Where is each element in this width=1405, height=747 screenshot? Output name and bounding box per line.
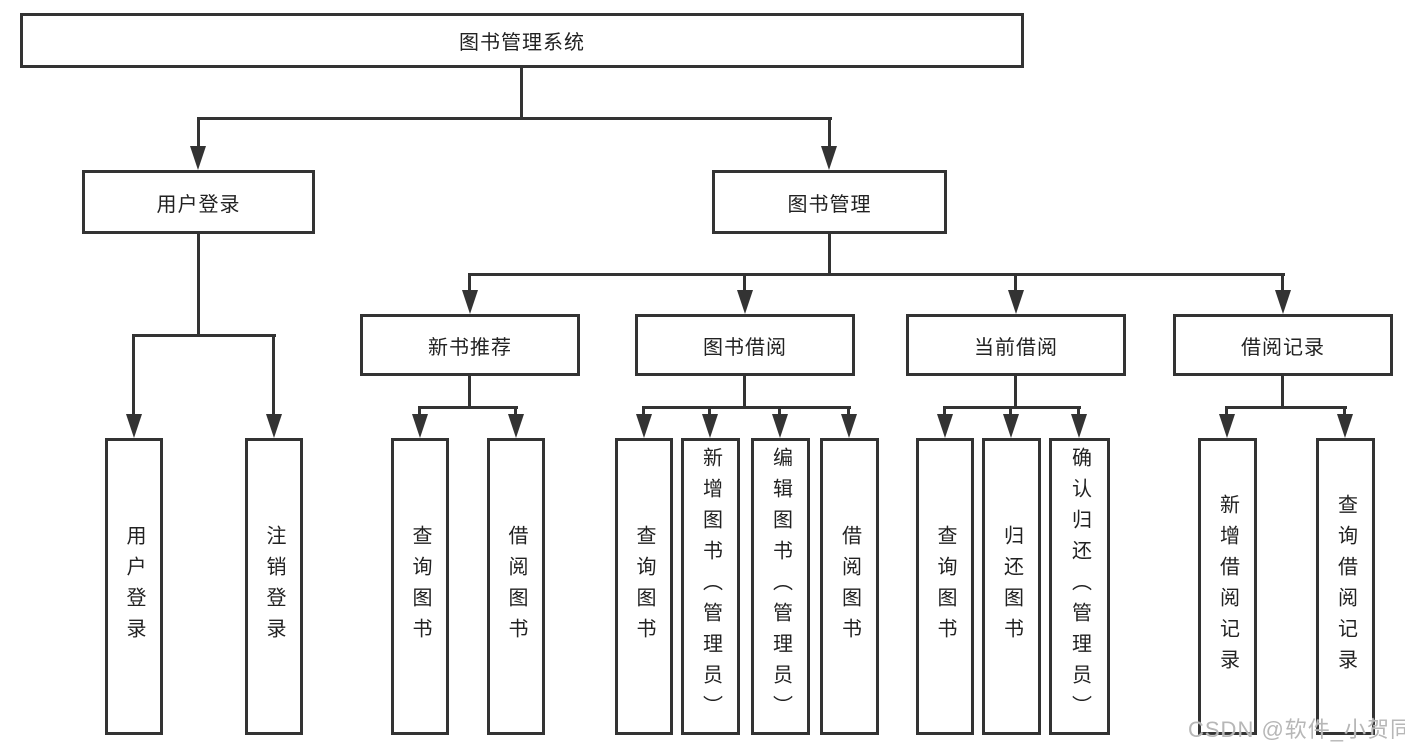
- connector-drop-current-borrow: [1014, 273, 1017, 292]
- arrow-down-icon: [1219, 414, 1235, 438]
- node-new-book-recommend: 新书推荐: [360, 314, 580, 376]
- leaf-query-books-borrow: 查询图书: [615, 438, 673, 735]
- leaf-query-borrow-record-label: 查询借阅记录: [1334, 493, 1357, 680]
- leaf-query-books-borrow-label: 查询图书: [633, 524, 655, 649]
- connector-bookborrow-stem: [743, 375, 746, 409]
- node-current-borrow: 当前借阅: [906, 314, 1126, 376]
- connector-bookborrow-hline: [643, 406, 851, 409]
- node-root: 图书管理系统: [20, 13, 1024, 68]
- connector-currentborrow-hline: [944, 406, 1081, 409]
- leaf-user-login-label: 用户登录: [123, 524, 145, 649]
- connector-borrowrecords-hline: [1226, 406, 1347, 409]
- leaf-query-borrow-record: 查询借阅记录: [1316, 438, 1375, 735]
- arrow-down-icon: [508, 414, 524, 438]
- arrow-down-icon: [1275, 290, 1291, 314]
- node-root-label: 图书管理系统: [459, 32, 585, 54]
- connector-drop: [1009, 406, 1012, 418]
- connector-drop: [642, 406, 645, 418]
- leaf-borrow-books-recommend-label: 借阅图书: [505, 524, 527, 649]
- leaf-confirm-return-admin-label: 确认归还（管理员）: [1068, 447, 1091, 726]
- node-borrow-records: 借阅记录: [1173, 314, 1393, 376]
- node-book-management: 图书管理: [712, 170, 947, 234]
- leaf-user-login: 用户登录: [105, 438, 163, 735]
- connector-drop: [514, 406, 517, 418]
- leaf-logout: 注销登录: [245, 438, 303, 735]
- arrow-down-icon: [190, 146, 206, 170]
- arrow-down-icon: [412, 414, 428, 438]
- arrow-down-icon: [772, 414, 788, 438]
- connector-drop-leaf-login: [132, 334, 135, 416]
- leaf-logout-label: 注销登录: [263, 524, 285, 649]
- connector-newbook-hline: [419, 406, 518, 409]
- connector-bookmgmt-hline: [469, 273, 1285, 276]
- leaf-borrow-books-borrow: 借阅图书: [820, 438, 879, 735]
- connector-userlogin-hline: [132, 334, 276, 337]
- leaf-edit-book-admin-label: 编辑图书（管理员）: [769, 447, 792, 726]
- connector-drop-book-mgmt: [828, 117, 831, 148]
- arrow-down-icon: [1071, 414, 1087, 438]
- leaf-return-book: 归还图书: [982, 438, 1041, 735]
- node-borrow-records-label: 借阅记录: [1241, 336, 1325, 359]
- connector-borrowrecords-stem: [1281, 375, 1284, 409]
- connector-drop-book-borrow: [743, 273, 746, 292]
- connector-drop: [943, 406, 946, 418]
- arrow-down-icon: [1008, 290, 1024, 314]
- arrow-down-icon: [1003, 414, 1019, 438]
- leaf-borrow-books-recommend: 借阅图书: [487, 438, 545, 735]
- arrow-down-icon: [821, 146, 837, 170]
- arrow-down-icon: [266, 414, 282, 438]
- arrow-down-icon: [841, 414, 857, 438]
- connector-drop: [847, 406, 850, 418]
- leaf-confirm-return-admin: 确认归还（管理员）: [1049, 438, 1110, 735]
- arrow-down-icon: [1337, 414, 1353, 438]
- arrow-down-icon: [636, 414, 652, 438]
- leaf-query-books-recommend-label: 查询图书: [409, 524, 431, 649]
- connector-bookmgmt-stem: [828, 233, 831, 276]
- connector-userlogin-stem: [197, 233, 200, 337]
- leaf-add-borrow-record: 新增借阅记录: [1198, 438, 1257, 735]
- leaf-query-books-current-label: 查询图书: [934, 524, 956, 649]
- arrow-down-icon: [462, 290, 478, 314]
- node-user-login-label: 用户登录: [156, 193, 241, 216]
- node-book-management-label: 图书管理: [787, 193, 872, 216]
- connector-newbook-stem: [468, 375, 471, 409]
- connector-drop-borrow-records: [1281, 273, 1284, 292]
- watermark: CSDN @软件_小贺同学: [1188, 717, 1405, 742]
- connector-root-hline: [197, 117, 832, 120]
- arrow-down-icon: [737, 290, 753, 314]
- connector-drop-new-book: [468, 273, 471, 292]
- arrow-down-icon: [126, 414, 142, 438]
- leaf-query-books-current: 查询图书: [916, 438, 974, 735]
- leaf-return-book-label: 归还图书: [1000, 524, 1023, 649]
- node-book-borrow-label: 图书借阅: [703, 336, 787, 359]
- connector-drop: [418, 406, 421, 418]
- node-current-borrow-label: 当前借阅: [974, 336, 1058, 359]
- connector-root-stem: [520, 67, 523, 119]
- connector-drop: [708, 406, 711, 418]
- leaf-add-book-admin: 新增图书（管理员）: [681, 438, 740, 735]
- connector-drop: [1225, 406, 1228, 418]
- leaf-query-books-recommend: 查询图书: [391, 438, 449, 735]
- connector-drop: [1343, 406, 1346, 418]
- leaf-add-book-admin-label: 新增图书（管理员）: [699, 447, 722, 726]
- leaf-edit-book-admin: 编辑图书（管理员）: [751, 438, 810, 735]
- arrow-down-icon: [937, 414, 953, 438]
- connector-drop: [1077, 406, 1080, 418]
- leaf-borrow-books-borrow-label: 借阅图书: [838, 524, 861, 649]
- node-book-borrow: 图书借阅: [635, 314, 855, 376]
- connector-drop-user-login: [197, 117, 200, 148]
- leaf-add-borrow-record-label: 新增借阅记录: [1216, 493, 1239, 680]
- connector-drop: [778, 406, 781, 418]
- connector-drop-leaf-logout: [272, 334, 275, 416]
- node-user-login: 用户登录: [82, 170, 315, 234]
- connector-currentborrow-stem: [1014, 375, 1017, 409]
- arrow-down-icon: [702, 414, 718, 438]
- node-new-book-recommend-label: 新书推荐: [428, 336, 512, 359]
